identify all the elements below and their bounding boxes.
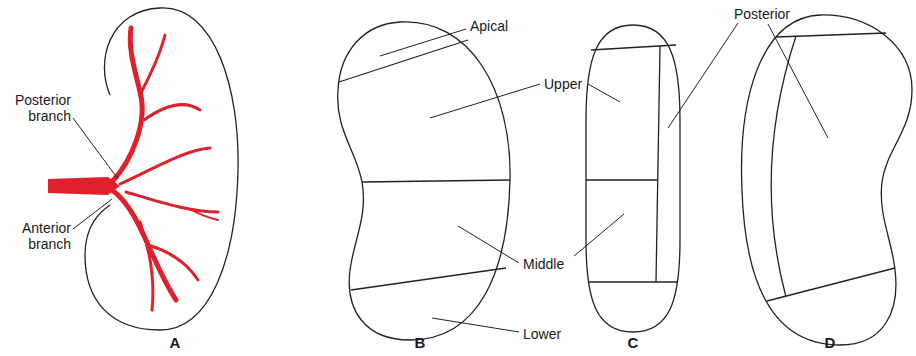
segment-label: Posterior [734,6,790,22]
artery-branch [112,190,176,300]
artery-branch [144,105,200,120]
leader-line [380,29,466,56]
artery-trunk [48,177,120,195]
segment-line [771,36,796,297]
kidney-outline [85,8,238,330]
segment-label: Middle [523,256,564,272]
artery-branch [112,28,142,182]
segment-label: Apical [470,18,508,34]
segment-line [767,268,895,301]
segment-line [591,45,676,50]
leader-line [668,23,738,128]
segment-label: Upper [544,76,582,92]
artery-branch [148,245,198,280]
figure-letter: D [825,335,836,351]
leader-line [430,84,540,118]
leader-line [432,318,519,332]
figure-letter: A [170,335,181,351]
segment-line [339,40,468,82]
artery-branch [190,209,218,220]
figure-letter: C [628,335,639,351]
segment-line [351,268,506,290]
leader-line [458,226,519,263]
kidney-outline [338,22,510,340]
segment-line [656,46,660,282]
kidney-outline [586,25,680,332]
segment-line [362,180,510,182]
leader-line [588,84,620,102]
artery-branch [140,35,165,95]
segment-line [586,179,658,180]
vessel-label: Posterior branch [3,92,71,124]
artery-branch [140,222,153,310]
leader-line [574,214,624,256]
segment-line [588,281,678,282]
kidney-outline [742,15,912,345]
segment-line [776,33,886,37]
artery-branch [126,192,218,212]
vessel-label: Anterior branch [3,220,71,252]
leader-line [73,199,112,229]
leader-line [768,24,828,138]
leader-line [73,118,118,179]
figure-letter: B [415,335,426,351]
renal-artery [48,28,218,310]
kidney-outlines [85,8,912,345]
leader-lines [73,23,828,332]
segment-label: Lower [523,326,561,342]
artery-branch [120,148,210,184]
